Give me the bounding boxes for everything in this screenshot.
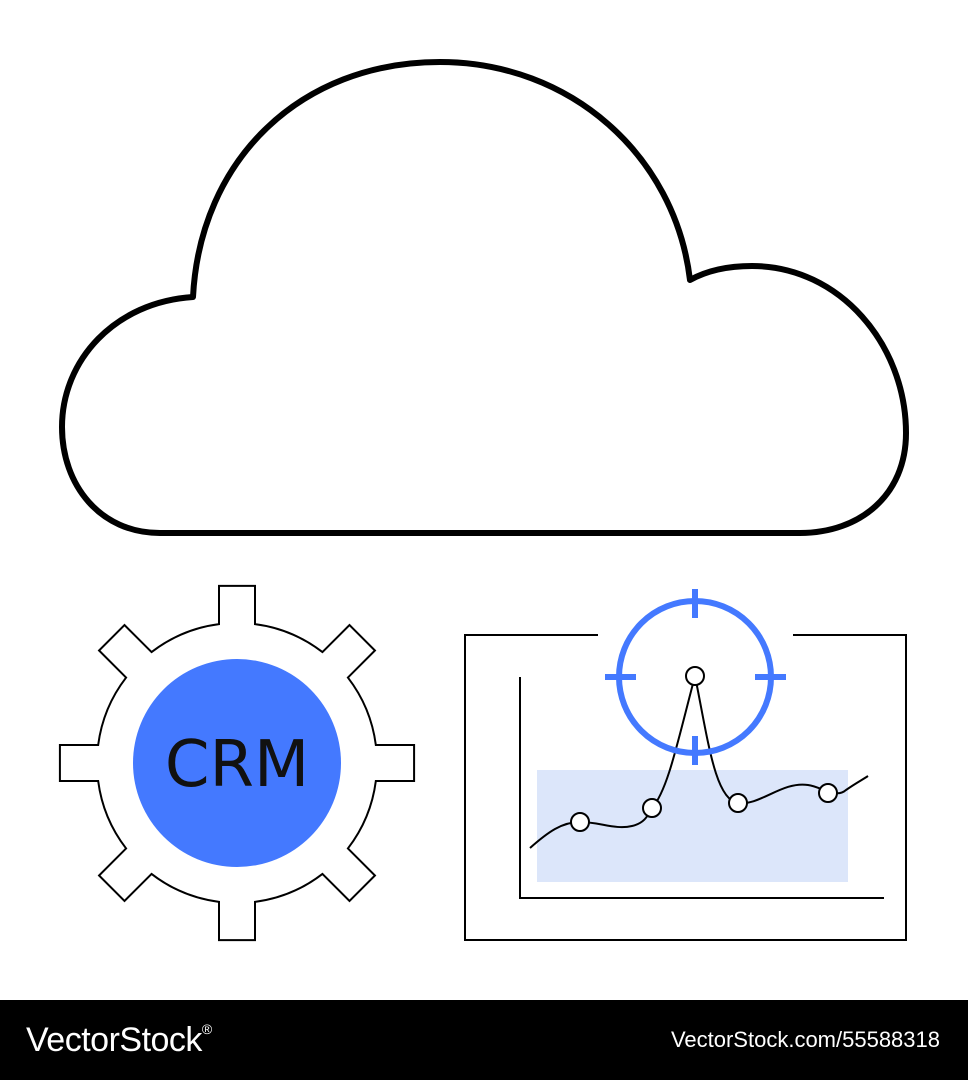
- chart-point: [642, 798, 662, 818]
- illustration-canvas: CRM: [58, 59, 909, 942]
- chart-icon: [464, 634, 907, 941]
- chart-point: [818, 783, 838, 803]
- chart-point-peak: [685, 666, 705, 686]
- cloud-icon: [59, 59, 909, 536]
- panel-frame: [464, 634, 907, 941]
- chart-point: [728, 793, 748, 813]
- watermark-bar: VectorStock® VectorStock.com/55588318: [0, 1000, 968, 1080]
- crm-label: CRM: [165, 728, 309, 802]
- vectorstock-logo: VectorStock®: [26, 1020, 212, 1059]
- chart-point: [570, 812, 590, 832]
- chart-axes: [519, 677, 884, 899]
- gear-icon: CRM: [58, 584, 416, 942]
- crm-badge: [133, 659, 341, 867]
- illustration: CRM: [58, 59, 909, 942]
- crosshair-icon: [605, 589, 786, 765]
- stock-id: VectorStock.com/55588318: [670, 1027, 940, 1052]
